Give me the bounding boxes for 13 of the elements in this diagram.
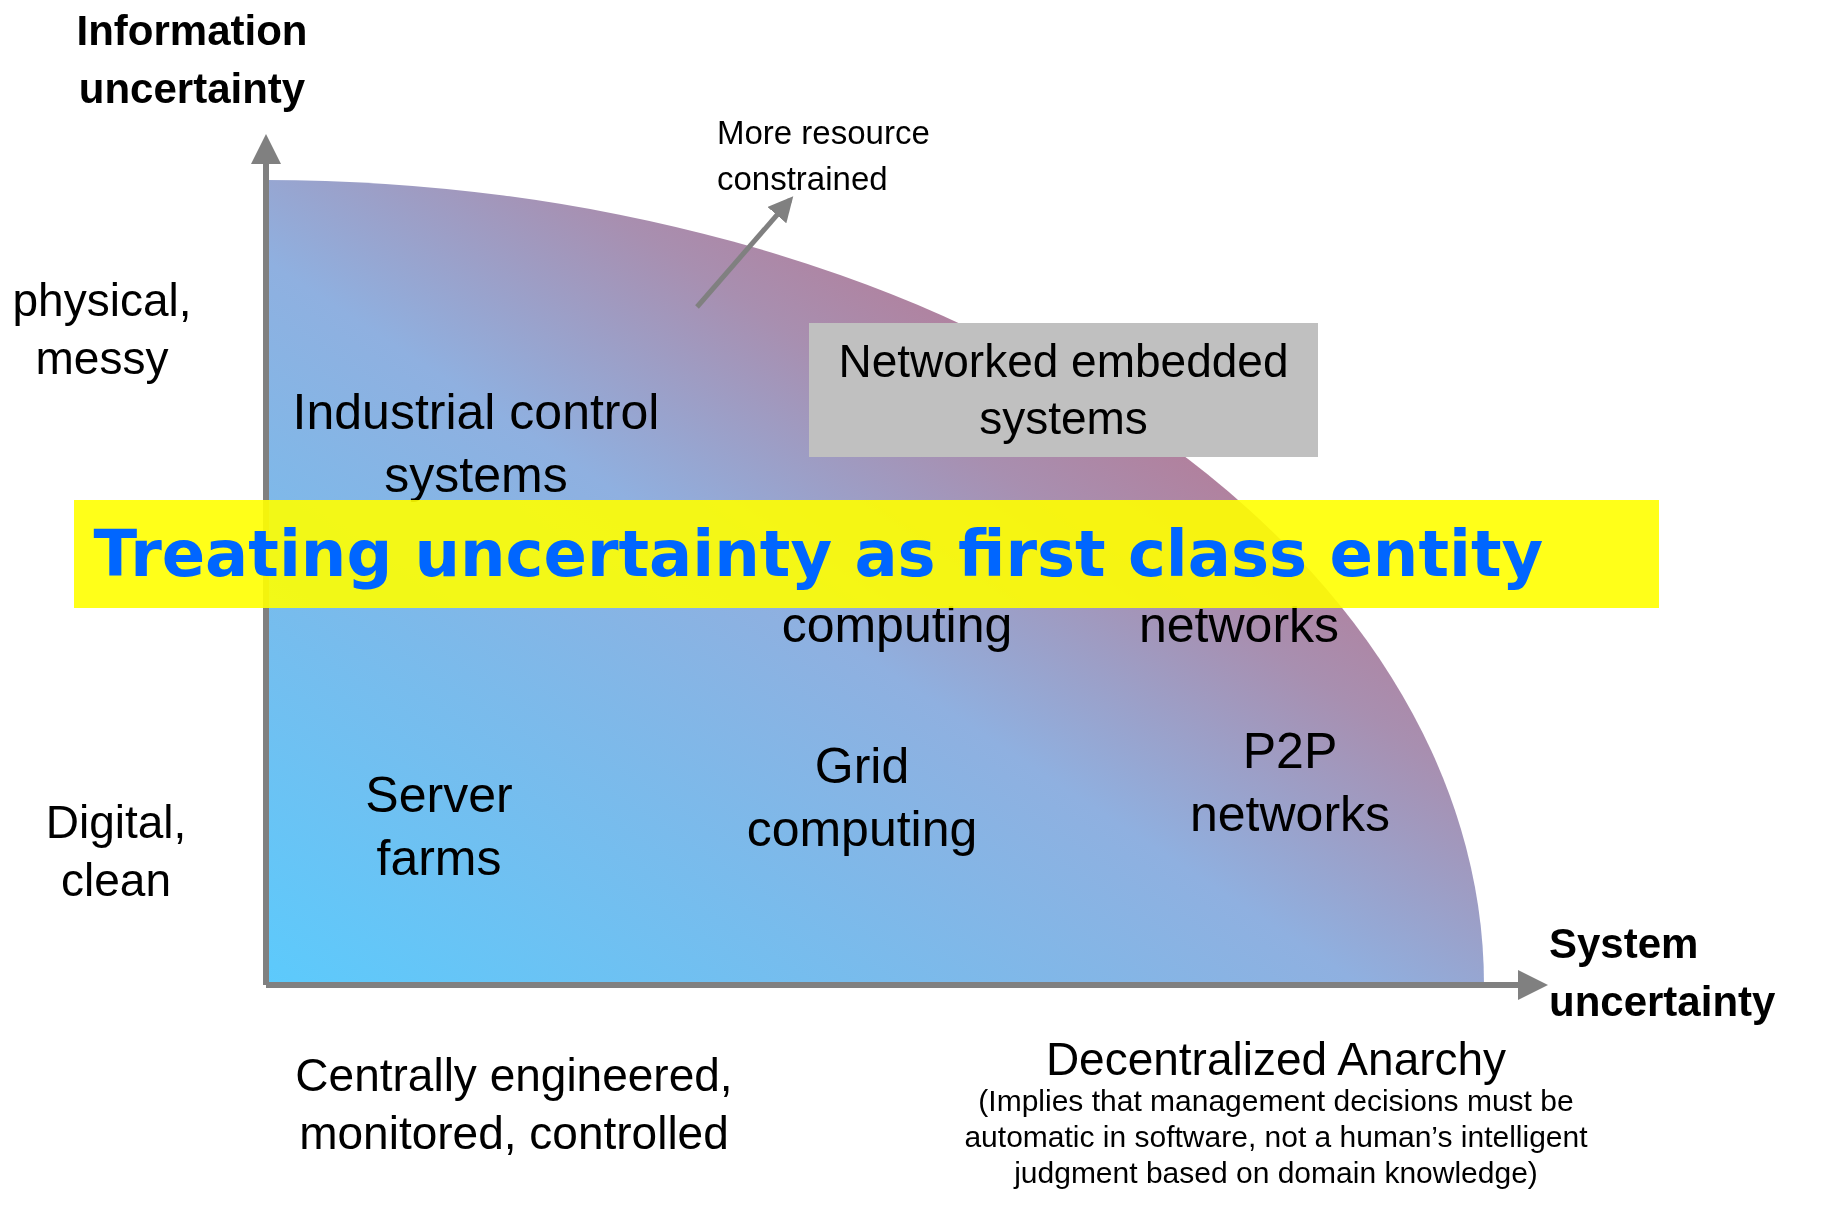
- axis-end-label: Decentralized Anarchy: [1044, 1032, 1508, 1086]
- label-box: Networked embedded systems: [809, 323, 1318, 457]
- axis-title: System uncertainty: [1549, 919, 1777, 1027]
- note-text: (Implies that management decisions must be automatic in software, not a human’s intelligent judgment based on domain knowledge): [963, 1084, 1589, 1191]
- axis-level-label: physical, messy: [11, 273, 193, 386]
- axis-title: Information uncertainty: [75, 6, 309, 114]
- region-label: Server farms: [364, 766, 514, 888]
- region-label: P2P networks: [1188, 722, 1392, 844]
- axis-end-label: Centrally engineered, monitored, controlled: [294, 1048, 734, 1161]
- annotation-text: More resource constrained: [717, 113, 931, 199]
- region-label: Grid computing: [745, 737, 979, 859]
- axis-level-label: Digital, clean: [44, 795, 188, 908]
- banner: Treating uncertainty as first class entity: [73, 500, 1659, 608]
